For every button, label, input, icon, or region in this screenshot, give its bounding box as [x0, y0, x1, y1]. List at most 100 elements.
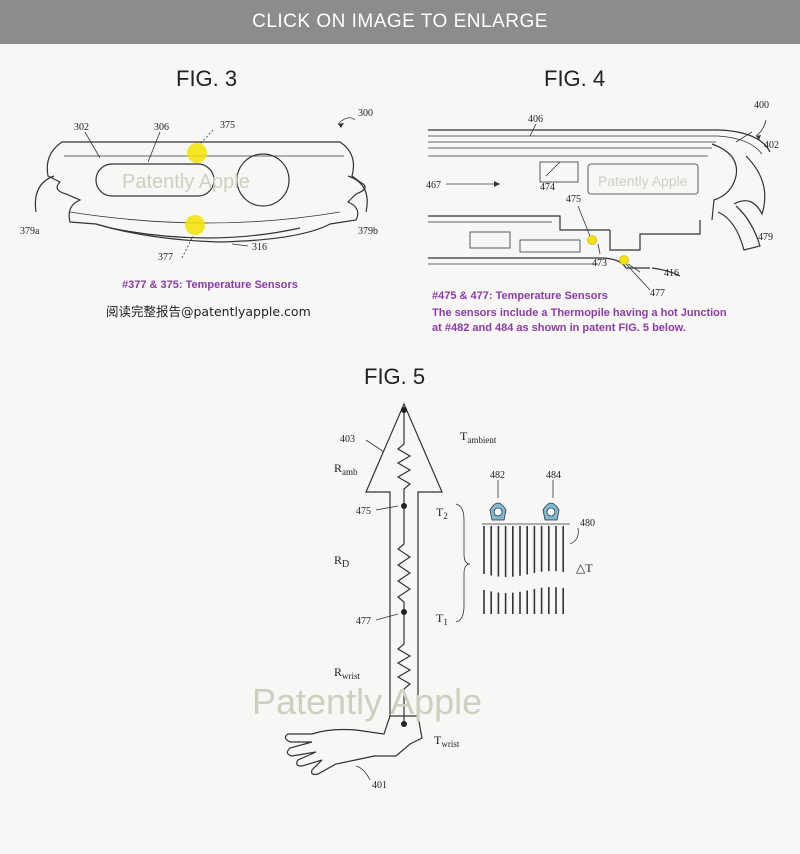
ref-416: 416 — [664, 268, 679, 279]
leader-306 — [147, 131, 161, 163]
fig4-group: FIG. 4 — [426, 66, 779, 334]
fig3-watermark: Patently Apple — [122, 171, 250, 193]
enlarge-image-banner[interactable]: CLICK ON IMAGE TO ENLARGE — [0, 0, 800, 44]
ref-467: 467 — [426, 180, 441, 191]
fig3-group: FIG. 3 302 306 375 300 379a 379b 377 316… — [20, 66, 378, 319]
arrow-400 — [756, 135, 761, 140]
label-delta-t: △T — [576, 561, 593, 575]
ref-480: 480 — [580, 518, 595, 529]
fig4-caption: #475 & 477: Temperature Sensors — [432, 290, 608, 302]
ref-316: 316 — [252, 242, 267, 253]
ref-300: 300 — [358, 108, 373, 119]
fig5-brace — [455, 503, 471, 623]
fig5-title: FIG. 5 — [364, 364, 425, 389]
fig4-component-box — [587, 163, 699, 195]
fig3-source-link: 阅读完整报告@patentlyapple.com — [106, 304, 311, 319]
leader-316 — [231, 243, 249, 247]
ref-402: 402 — [764, 140, 779, 151]
fig3-lower-edge — [69, 211, 341, 224]
ref-475: 475 — [566, 194, 581, 205]
ref-379b: 379b — [358, 226, 378, 237]
leader-475-f5 — [375, 505, 399, 511]
fig4-top-glass — [428, 129, 771, 153]
leader-402 — [735, 131, 753, 143]
fig4-mid-layer — [428, 215, 610, 231]
node-475 — [401, 503, 407, 509]
fig4-side-part — [717, 205, 761, 251]
fig3-right-lug — [347, 175, 368, 213]
fig5-arrow-outline — [365, 402, 443, 717]
fig4-glass-inner — [428, 135, 763, 155]
leader-302 — [84, 131, 101, 159]
ref-375: 375 — [220, 120, 235, 131]
ref-401: 401 — [372, 780, 387, 791]
leader-377 — [181, 235, 194, 259]
fig4-description-line1: The sensors include a Thermopile having … — [432, 307, 727, 319]
fig4-description-line2: at #482 and 484 as shown in patent FIG. … — [432, 322, 686, 334]
ref-482: 482 — [490, 470, 505, 481]
label-r-d: RD — [334, 553, 349, 570]
label-r-wrist: Rwrist — [334, 665, 361, 681]
ref-377: 377 — [158, 252, 173, 263]
leader-300 — [337, 117, 356, 125]
junction-484-ring — [546, 507, 556, 517]
ref-474: 474 — [540, 182, 555, 193]
fig4-bracket — [609, 220, 701, 251]
fig5-watermark: Patently Apple — [252, 681, 482, 722]
leader-400 — [755, 119, 767, 137]
ref-306: 306 — [154, 122, 169, 133]
fig3-title: FIG. 3 — [176, 66, 237, 91]
arrow-467 — [494, 181, 500, 187]
ref-400: 400 — [754, 100, 769, 111]
fig4-title: FIG. 4 — [544, 66, 605, 91]
ref-479: 479 — [758, 232, 773, 243]
ref-473: 473 — [592, 258, 607, 269]
sensor-477-marker — [619, 255, 629, 265]
node-top — [401, 407, 407, 413]
leader-473 — [597, 243, 601, 255]
patent-figures-image[interactable]: FIG. 3 302 306 375 300 379a 379b 377 316… — [0, 44, 800, 854]
sensor-475-marker — [587, 235, 597, 245]
junction-482-ring — [493, 507, 503, 517]
fig5-circuit-path — [396, 410, 412, 724]
leader-479 — [747, 219, 755, 231]
fig4-small-box — [539, 161, 579, 183]
ref-477-f5: 477 — [356, 616, 371, 627]
fig5-hand-outline — [284, 715, 423, 776]
thermopile-480 — [482, 502, 570, 614]
ref-475-f5: 475 — [356, 506, 371, 517]
fig3-back-curve — [109, 227, 301, 239]
fig4-board-part — [519, 239, 581, 253]
fig3-left-lug — [34, 175, 55, 213]
fig4-watermark: Patently Apple — [598, 173, 688, 189]
ref-477: 477 — [650, 288, 665, 299]
fig4-bottom-back — [428, 257, 650, 269]
leader-475 — [577, 205, 591, 237]
fig4-back-curve — [651, 267, 681, 277]
ref-302: 302 — [74, 122, 89, 133]
leader-416 — [627, 263, 641, 273]
leader-477 — [625, 263, 651, 291]
arrow-300 — [338, 123, 344, 128]
fig4-bezel-outer — [733, 155, 766, 216]
thermopile-legs — [483, 526, 565, 614]
sensor-377-marker — [185, 215, 205, 235]
label-t-ambient: Tambient — [460, 429, 497, 445]
label-t-wrist: Twrist — [434, 733, 460, 749]
fig5-group: FIG. 5 403 475 477 — [252, 364, 595, 791]
ref-403: 403 — [340, 434, 355, 445]
node-477 — [401, 609, 407, 615]
leader-474 — [545, 161, 561, 177]
fig3-caption: #377 & 375: Temperature Sensors — [122, 279, 298, 291]
sensor-375-marker — [187, 143, 207, 163]
leader-406 — [529, 123, 537, 137]
leader-375 — [199, 129, 214, 145]
fig3-crown-circle — [236, 153, 290, 207]
fig3-sensor-window — [95, 163, 215, 197]
label-t2: T2 — [436, 505, 448, 521]
node-bottom — [401, 721, 407, 727]
fig4-bezel-inner — [711, 143, 738, 221]
ref-406: 406 — [528, 114, 543, 125]
leader-477-f5 — [375, 613, 399, 621]
label-t1: T1 — [436, 611, 448, 627]
